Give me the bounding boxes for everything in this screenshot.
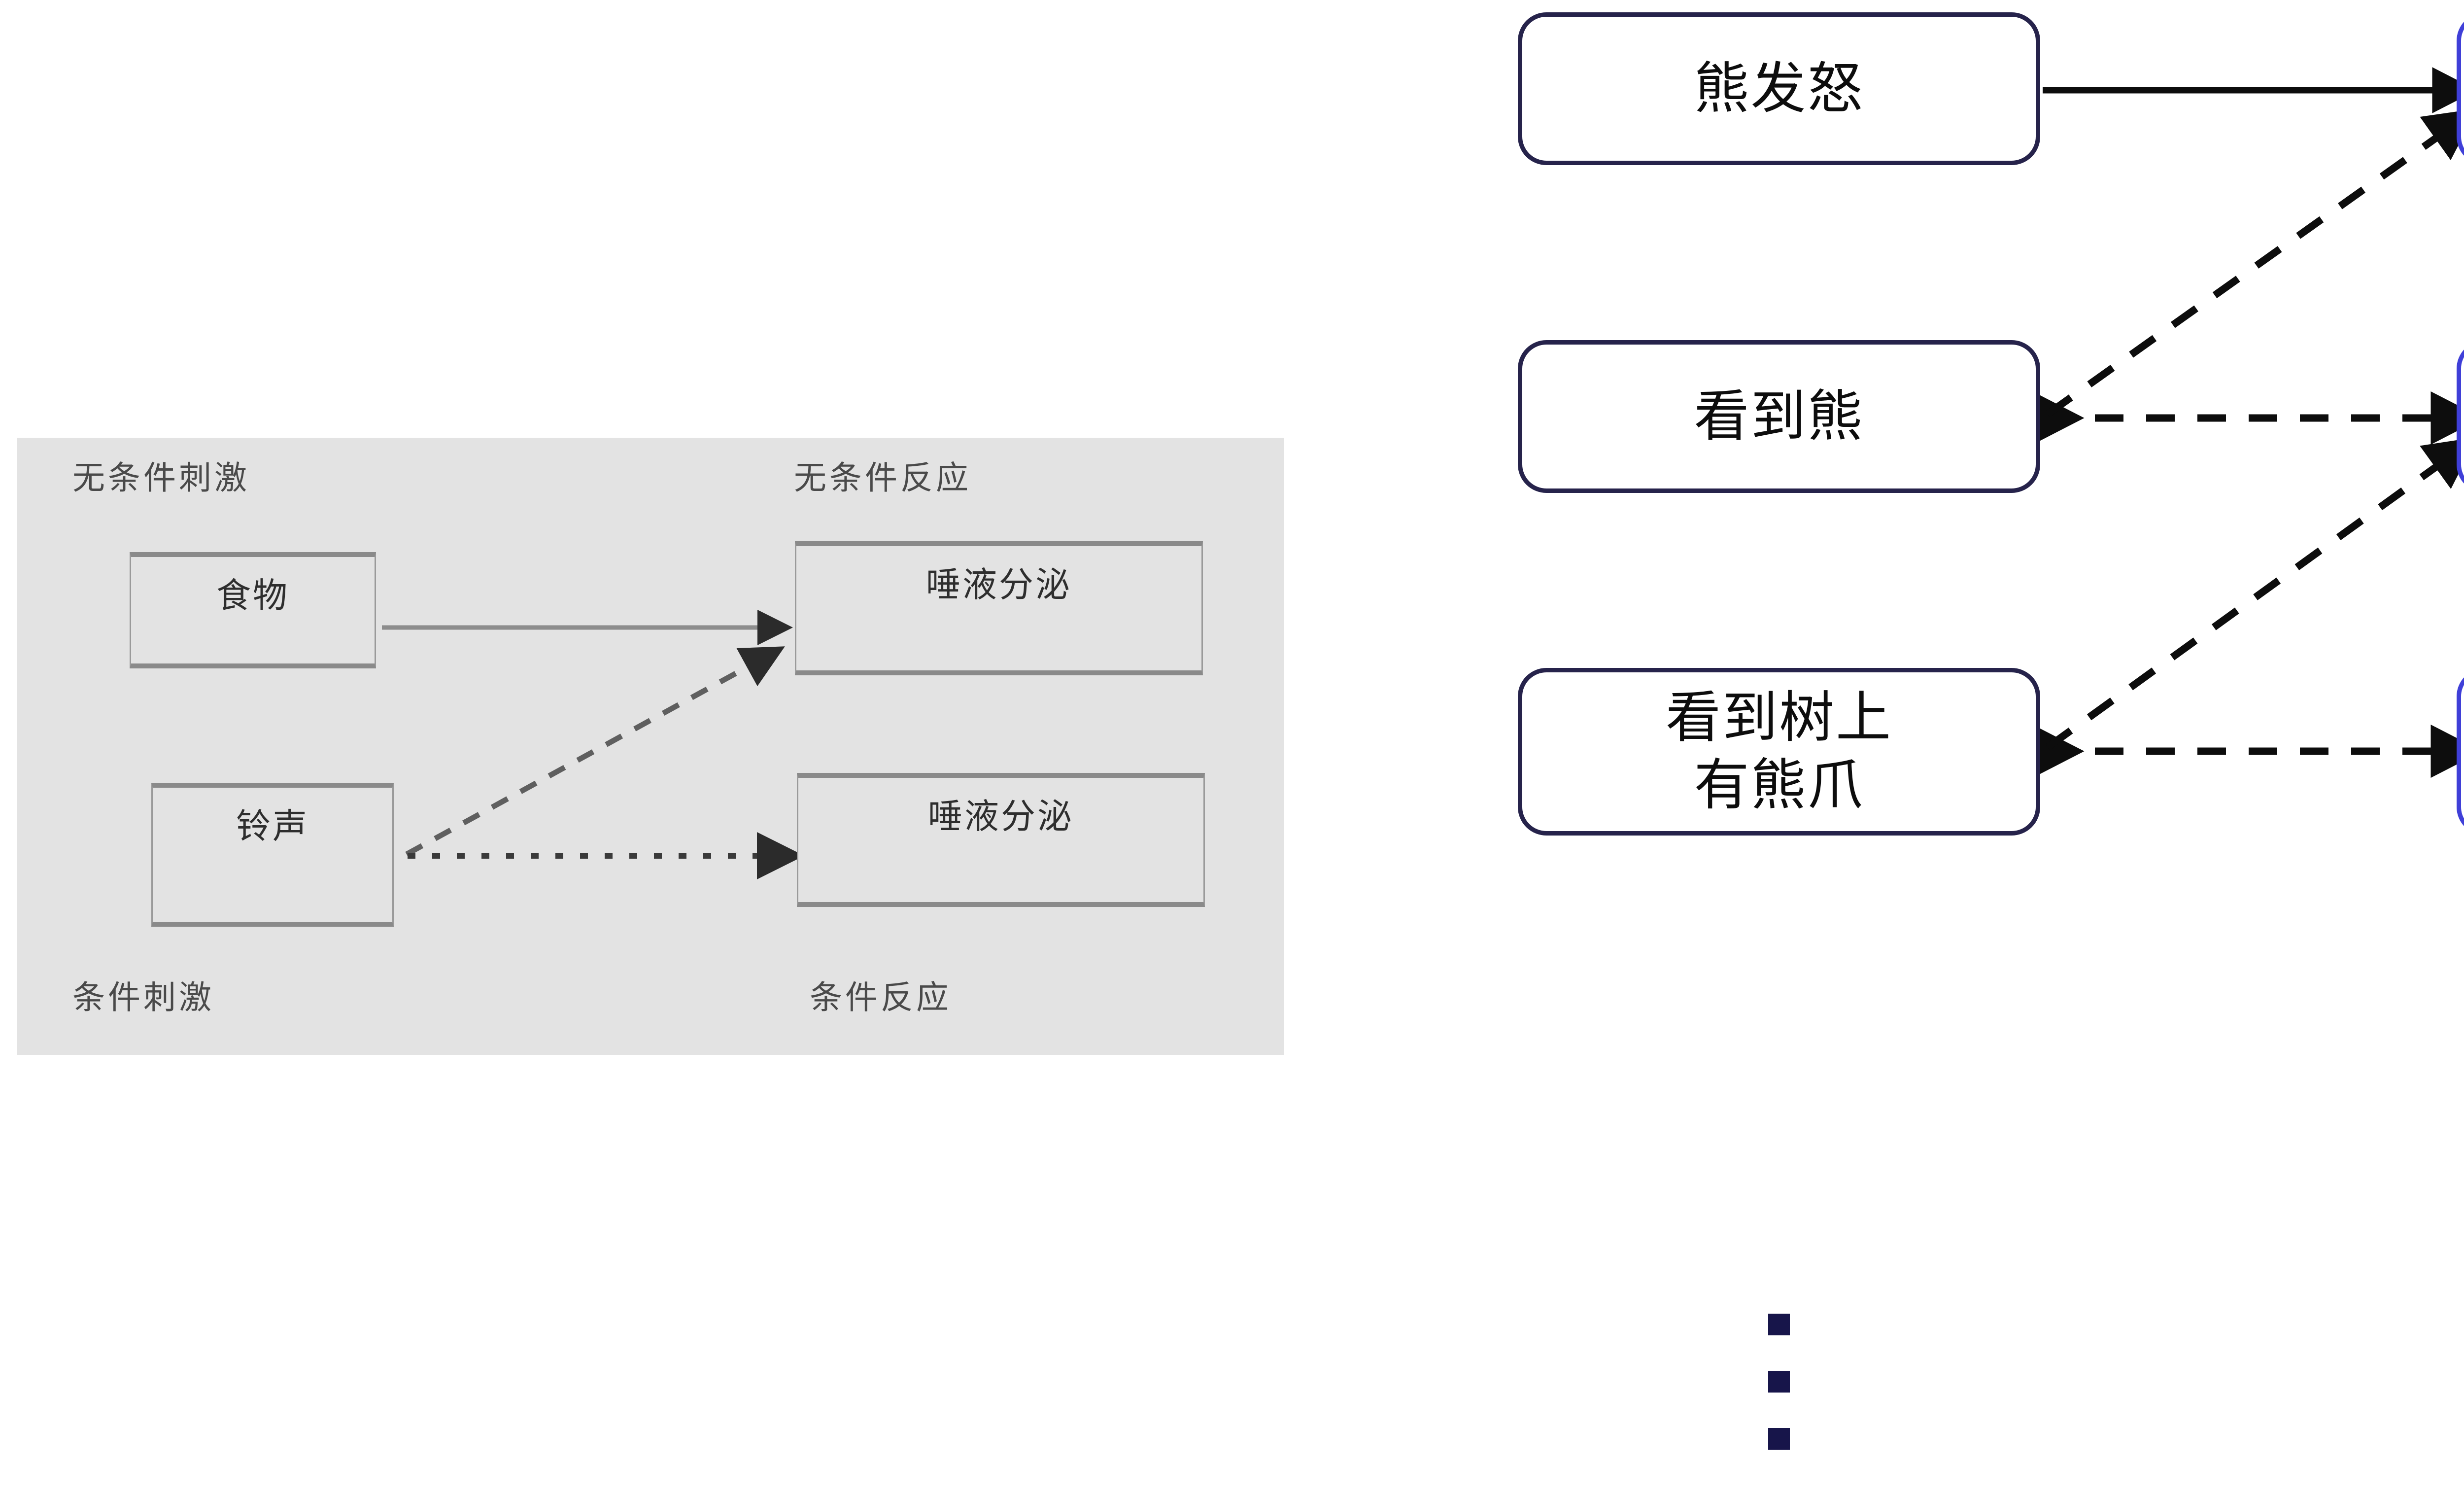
- node-v-s[interactable]: V(s): [2457, 668, 2464, 836]
- ellipsis-dot: [1768, 1371, 1790, 1393]
- node-bear-angry-label: 熊发怒: [1694, 56, 1864, 121]
- ellipsis-dot: [1768, 1314, 1790, 1335]
- node-v-s-prime[interactable]: V(s′): [2457, 340, 2464, 493]
- box-salivation-bottom: 唾液分泌: [797, 773, 1205, 907]
- node-see-claw-label-line1: 看到树上: [1666, 686, 1892, 750]
- ellipsis-dot: [1768, 1428, 1790, 1450]
- box-bell: 铃声: [151, 783, 394, 927]
- label-unconditioned-response: 无条件反应: [794, 459, 971, 497]
- label-conditioned-stimulus: 条件刺激: [72, 978, 214, 1016]
- classical-conditioning-panel: 无条件刺激 无条件反应 条件刺激 条件反应 食物 铃声 唾液分泌 唾液分泌: [17, 438, 1284, 1055]
- edge-see-bear-to-reward: [2045, 108, 2464, 418]
- box-food-label: 食物: [216, 575, 289, 616]
- label-conditioned-response: 条件反应: [810, 978, 952, 1016]
- box-food: 食物: [130, 552, 376, 668]
- node-bear-angry[interactable]: 熊发怒: [1518, 12, 2040, 165]
- edge-see-claw-to-v-s-prime: [2045, 437, 2464, 751]
- node-see-claw-label-line2: 有熊爪: [1694, 753, 1864, 817]
- box-salivation-top: 唾液分泌: [795, 541, 1203, 675]
- arrow-bell-to-salivation-top: [405, 646, 785, 857]
- node-see-bear-label: 看到熊: [1694, 384, 1864, 449]
- box-salivation-bottom-label: 唾液分泌: [928, 796, 1074, 837]
- node-reward[interactable]: 奖励: [2457, 12, 2464, 165]
- classical-conditioning-arrows: [382, 610, 804, 879]
- label-unconditioned-stimulus: 无条件刺激: [72, 459, 250, 497]
- box-bell-label: 铃声: [236, 806, 309, 846]
- box-salivation-top-label: 唾液分泌: [926, 564, 1072, 605]
- node-see-claw[interactable]: 看到树上 有熊爪: [1518, 668, 2040, 836]
- ellipsis-states: [1768, 1314, 1790, 1485]
- td-learning-panel: 熊发怒 看到熊 看到树上 有熊爪 奖励 V(s′) V(s): [1488, 0, 2464, 1499]
- node-see-bear[interactable]: 看到熊: [1518, 340, 2040, 493]
